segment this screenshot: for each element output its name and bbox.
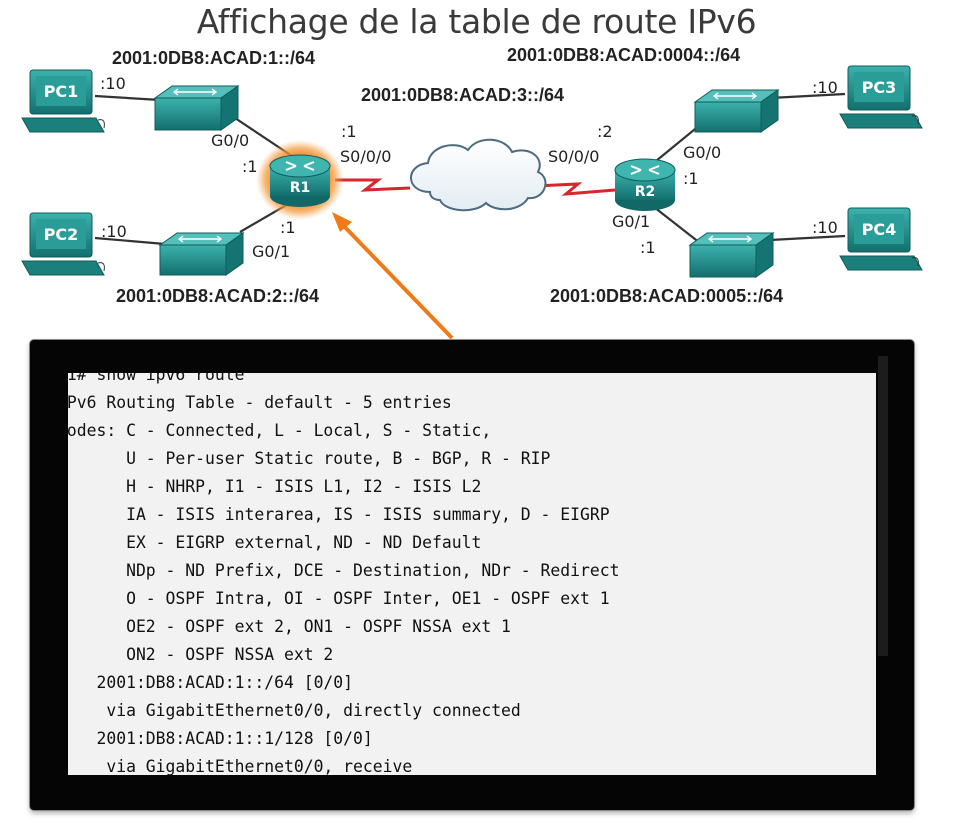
- router-r1-icon: R1: [256, 140, 344, 220]
- r2-g00-host-label: :1: [683, 169, 699, 188]
- terminal-line: NDp - ND Prefix, DCE - Destination, NDr …: [68, 561, 620, 580]
- switch-lan2: [158, 232, 245, 276]
- terminal-line: R1# show ipv6 route: [68, 373, 245, 384]
- terminal-line: via GigabitEthernet0/0, receive: [68, 757, 413, 775]
- pc1-icon: PC1: [21, 69, 105, 133]
- svg-text:PC2: PC2: [44, 225, 79, 244]
- r2-g01-host-label: :1: [640, 238, 656, 257]
- terminal-line: U - Per-user Static route, B - BGP, R - …: [68, 449, 551, 468]
- switch-lan5: [688, 232, 775, 278]
- r2-s000-label: S0/0/0: [548, 147, 600, 166]
- network-label-wan: 2001:0DB8:ACAD:3::/64: [361, 85, 565, 105]
- svg-text:R2: R2: [635, 184, 656, 200]
- pc3-icon: PC3: [839, 65, 923, 129]
- terminal-line: OE2 - OSPF ext 2, ON1 - OSPF NSSA ext 1: [68, 617, 511, 636]
- switch-lan1: [153, 85, 240, 131]
- r2-g00-label: G0/0: [683, 143, 722, 162]
- network-label-lan4: 2001:0DB8:ACAD:0004::/64: [507, 45, 741, 65]
- terminal-scrollbar[interactable]: [878, 356, 888, 656]
- r1-g00-label: G0/0: [211, 131, 250, 150]
- pc2-host-label: :10: [101, 222, 127, 241]
- r1-s000-label: S0/0/0: [340, 147, 392, 166]
- r1-g01-host-label: :1: [280, 218, 296, 237]
- pointer-arrow: [332, 212, 454, 340]
- network-label-lan1: 2001:0DB8:ACAD:1::/64: [112, 48, 316, 68]
- r1-g01-label: G0/1: [252, 242, 291, 261]
- ethernet-links: [94, 92, 846, 246]
- switch-lan4: [693, 89, 780, 133]
- pc3-host-label: :10: [812, 78, 838, 97]
- network-label-lan2: 2001:0DB8:ACAD:2::/64: [116, 286, 320, 306]
- terminal-line: EX - EIGRP external, ND - ND Default: [68, 533, 482, 552]
- terminal-line: H - NHRP, I1 - ISIS L1, I2 - ISIS L2: [68, 477, 482, 496]
- pc4-icon: PC4: [839, 207, 923, 271]
- pc4-host-label: :10: [812, 218, 838, 237]
- router-r2-icon: R2: [614, 158, 676, 211]
- page-title: Affichage de la table de route IPv6: [196, 2, 757, 41]
- serial-links: [335, 178, 616, 196]
- terminal-line: IPv6 Routing Table - default - 5 entries: [68, 393, 452, 412]
- pc2-icon: PC2: [21, 212, 105, 276]
- network-label-lan5: 2001:0DB8:ACAD:0005::/64: [550, 286, 784, 306]
- terminal-line: O - OSPF Intra, OI - OSPF Inter, OE1 - O…: [68, 589, 610, 608]
- topology-diagram: PC1 PC2 PC3 PC4 R1 R2: [21, 65, 923, 340]
- terminal-line: via GigabitEthernet0/0, directly connect…: [68, 701, 521, 720]
- terminal-line: C 2001:DB8:ACAD:1::/64 [0/0]: [68, 673, 354, 692]
- svg-text:PC1: PC1: [44, 82, 79, 101]
- r1-s000-host-label: :1: [341, 122, 357, 141]
- terminal-line: ON2 - OSPF NSSA ext 2: [68, 645, 334, 664]
- pc1-host-label: :10: [100, 74, 126, 93]
- terminal-line: IA - ISIS interarea, IS - ISIS summary, …: [68, 505, 610, 524]
- wan-cloud: [410, 138, 547, 212]
- svg-text:PC4: PC4: [862, 220, 897, 239]
- terminal-line: Codes: C - Connected, L - Local, S - Sta…: [68, 421, 492, 440]
- svg-text:R1: R1: [290, 180, 311, 196]
- r2-s000-host-label: :2: [597, 122, 613, 141]
- r1-g00-host-label: :1: [242, 157, 258, 176]
- terminal-line: L 2001:DB8:ACAD:1::1/128 [0/0]: [68, 729, 373, 748]
- r2-g01-label: G0/1: [612, 212, 651, 231]
- svg-text:PC3: PC3: [862, 78, 897, 97]
